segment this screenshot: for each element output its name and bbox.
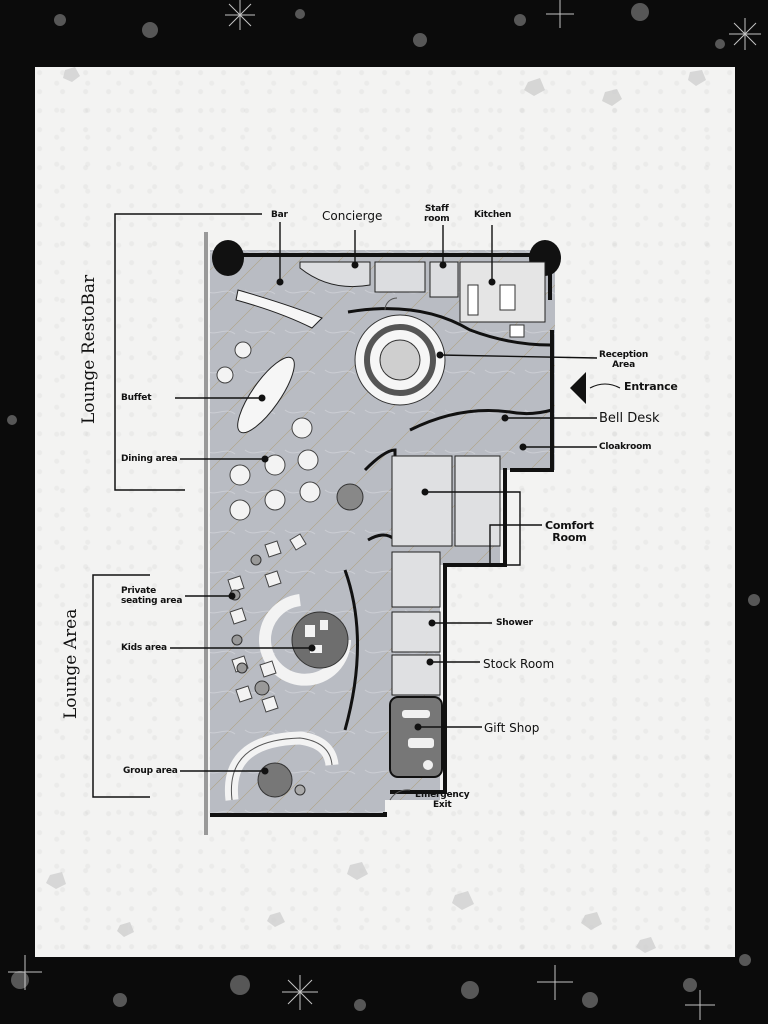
label-kids-area: Kids area	[121, 643, 167, 653]
label-private-seating: Private seating area	[121, 586, 182, 606]
label-entrance: Entrance	[624, 380, 678, 393]
label-comfort-line2: Room	[552, 531, 587, 544]
label-cloakroom: Cloakroom	[599, 442, 652, 452]
lounge-chairs	[227, 533, 307, 713]
bar-counter	[235, 289, 323, 329]
paper-decorations	[46, 67, 706, 953]
label-bell-desk: Bell Desk	[599, 411, 660, 426]
gift-shop-displays	[402, 710, 434, 770]
label-private-line2: seating area	[121, 596, 183, 606]
label-staff-room: Staff room	[424, 204, 450, 224]
label-gift-shop: Gift Shop	[484, 721, 540, 735]
curved-partitions	[343, 307, 553, 731]
label-shower: Shower	[496, 618, 533, 628]
label-emergency-line2: Exit	[432, 800, 452, 810]
label-bar: Bar	[271, 210, 288, 220]
label-buffet: Buffet	[121, 393, 152, 403]
label-dining-area: Dining area	[121, 454, 178, 464]
zone-label-lounge-area: Lounge Area	[61, 608, 81, 719]
kids-play-area	[259, 594, 351, 686]
label-reception-line2: Area	[612, 360, 635, 370]
paper-sheet: Bar Concierge Staff room Kitchen Recepti…	[35, 67, 735, 957]
door-swings	[384, 297, 411, 801]
zone-brackets	[92, 213, 262, 798]
label-comfort-line1: Comfort	[545, 519, 594, 532]
comfort-rooms	[391, 455, 501, 696]
label-concierge: Concierge	[322, 209, 383, 223]
reception-desk	[354, 314, 446, 406]
label-staff-room-line2: room	[424, 214, 450, 224]
label-comfort-room: Comfort Room	[545, 520, 594, 544]
label-reception-line1: Reception	[599, 350, 649, 360]
gift-shop-room	[389, 696, 443, 778]
label-kitchen: Kitchen	[474, 210, 512, 220]
buffet-table	[237, 356, 295, 434]
entrance-arrow-icon	[570, 372, 586, 404]
label-staff-room-line1: Staff	[424, 204, 449, 214]
label-emergency-exit: Emergency Exit	[415, 790, 470, 810]
round-table	[336, 483, 364, 511]
side-tables	[229, 554, 270, 696]
column-left	[212, 240, 244, 276]
dining-tables	[216, 341, 321, 521]
zone-label-lounge-restobar: Lounge RestoBar	[79, 274, 99, 424]
label-private-line1: Private	[121, 586, 157, 596]
label-group-area: Group area	[123, 766, 178, 776]
entrance-arrow-line	[589, 383, 621, 389]
label-reception-area: Reception Area	[599, 350, 648, 370]
leader-dots	[228, 261, 527, 775]
floor-plan	[46, 67, 706, 953]
leader-lines	[170, 222, 598, 772]
label-emergency-line1: Emergency	[415, 790, 470, 800]
label-stock-room: Stock Room	[483, 657, 555, 671]
